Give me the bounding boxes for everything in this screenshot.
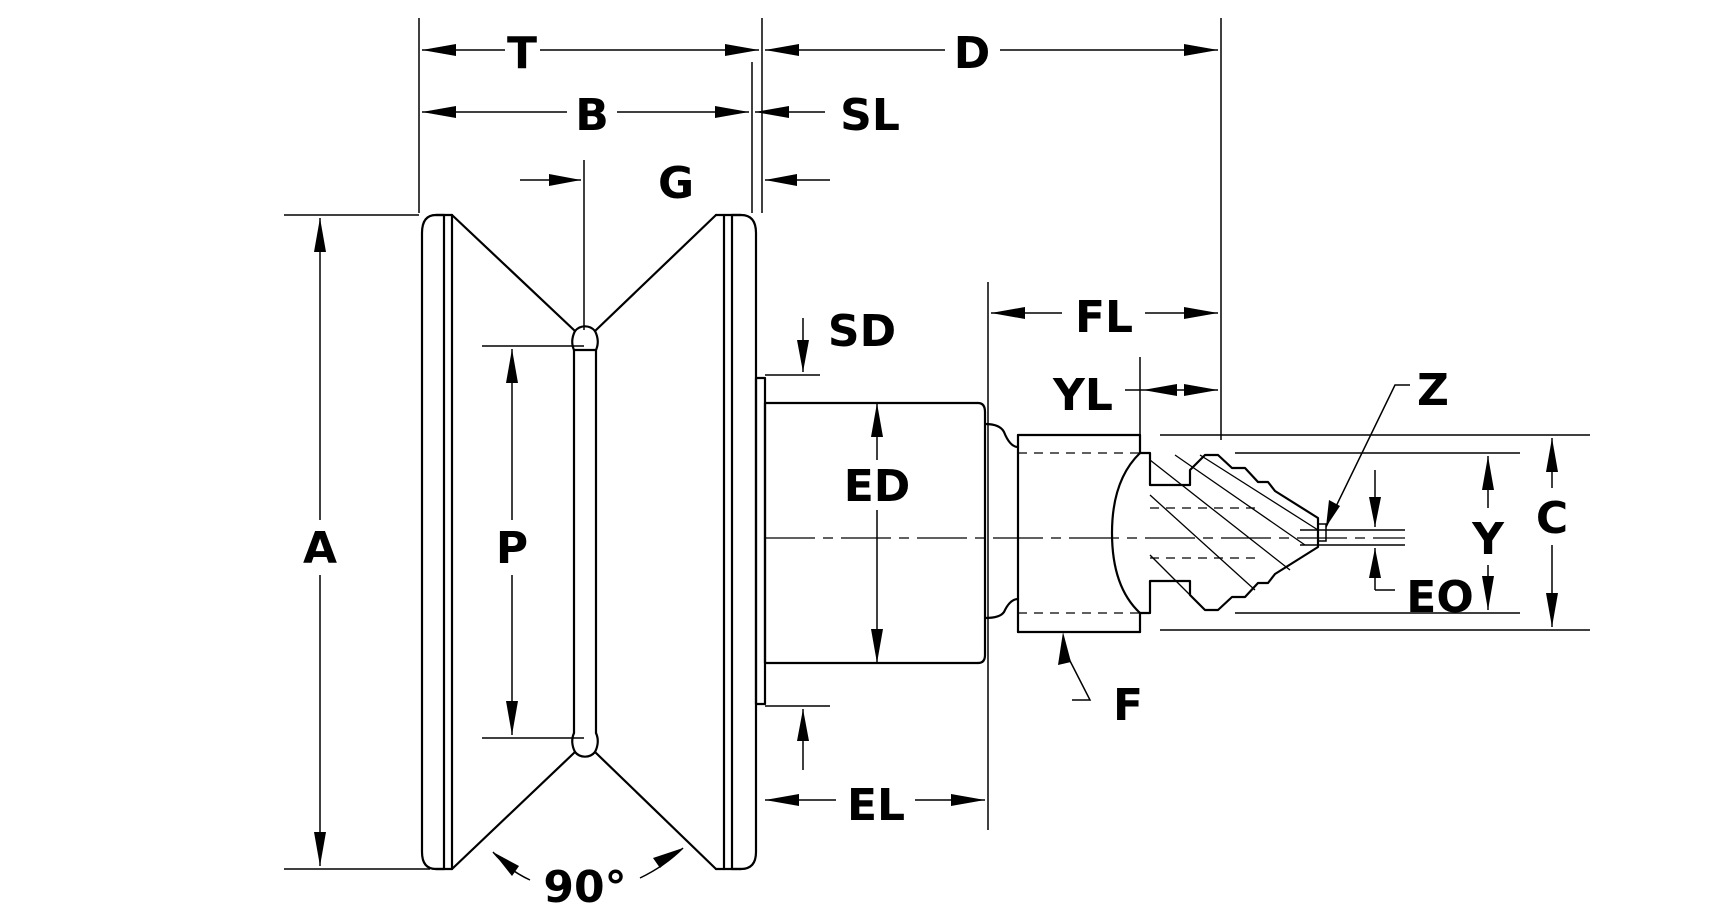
label-angle: 90° bbox=[543, 862, 626, 913]
label-yl: YL bbox=[1052, 370, 1113, 421]
label-sd: SD bbox=[828, 306, 896, 357]
stud-shaft bbox=[754, 376, 1405, 706]
v-groove-wheel bbox=[420, 213, 758, 871]
label-t: T bbox=[507, 28, 537, 79]
label-f: F bbox=[1113, 680, 1143, 731]
dimension-labels: T D B SL G SD FL YL Z A P ED C Y EO F EL… bbox=[303, 28, 1568, 913]
label-ed: ED bbox=[844, 461, 911, 512]
dimension-lines bbox=[314, 44, 1558, 881]
label-c: C bbox=[1536, 493, 1568, 544]
label-eo: EO bbox=[1406, 572, 1473, 623]
label-z: Z bbox=[1417, 365, 1449, 416]
label-b: B bbox=[575, 90, 609, 141]
label-g: G bbox=[658, 158, 694, 209]
label-p: P bbox=[496, 523, 528, 574]
label-y: Y bbox=[1471, 514, 1505, 565]
label-el: EL bbox=[847, 780, 905, 831]
label-fl: FL bbox=[1075, 292, 1133, 343]
label-d: D bbox=[954, 28, 991, 79]
label-sl: SL bbox=[840, 90, 900, 141]
extension-lines bbox=[284, 18, 1590, 870]
label-a: A bbox=[303, 523, 337, 574]
